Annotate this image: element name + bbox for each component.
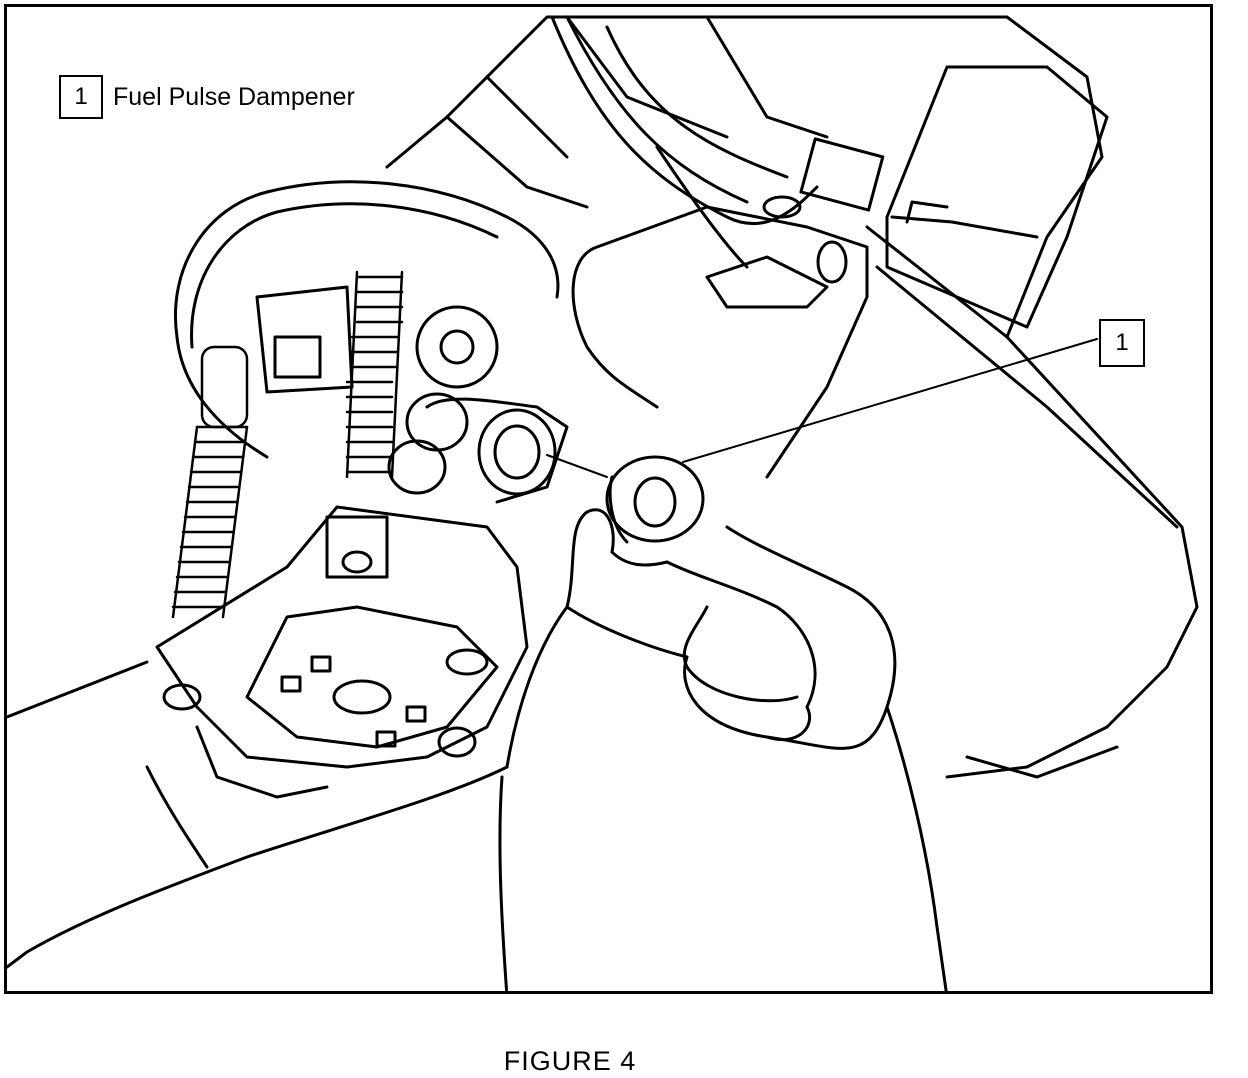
right-hand [498,508,948,991]
callout-leader-line [682,338,1098,463]
pump-bracket [155,505,529,769]
pulse-dampener-part [605,455,705,544]
motor-housing [885,65,1109,329]
figure-caption: FIGURE 4 [503,1046,637,1076]
fuel-tank-body [385,15,1199,779]
outlet-leader-line [546,454,608,478]
callout-number: 1 [1099,319,1145,367]
legend-label: Fuel Pulse Dampener [113,82,355,111]
wire-harness [550,15,885,269]
springs [171,270,404,619]
sender-flange [174,180,560,459]
fuel-pump-illustration [7,15,1199,991]
figure-frame: 1 Fuel Pulse Dampener 1 [4,4,1213,994]
retainer-bracket [571,195,869,479]
legend-number: 1 [59,75,103,119]
pump-outlet [387,392,569,504]
left-arm [7,660,509,969]
legend: 1 Fuel Pulse Dampener [59,75,355,119]
